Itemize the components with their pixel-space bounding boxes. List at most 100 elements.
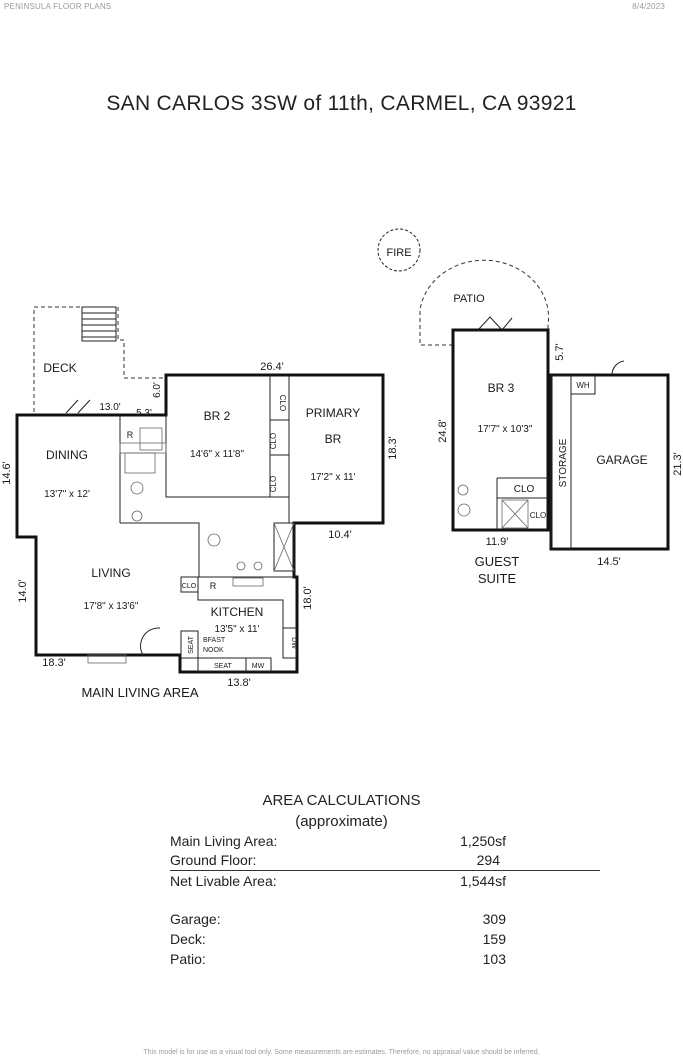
dim-24-8: 24.8' (437, 419, 449, 443)
clo-label-2: CLO (269, 433, 278, 449)
hall-closet (273, 522, 295, 572)
kitchen-size: 13'5" x 11' (215, 624, 260, 635)
dim-18-3-bottom: 18.3' (42, 657, 66, 669)
area-row-value: 1,544sf (460, 873, 506, 889)
bfast-label-2: NOOK (203, 647, 224, 654)
dim-18-0: 18.0' (302, 586, 314, 610)
kitchen-label: KITCHEN (211, 605, 264, 619)
kitchen-closet (180, 576, 199, 593)
br3-size: 17'7" x 10'3" (478, 424, 533, 435)
main-living-area: DECK DINING 13'7" x 12' LIVING 17'8" x 1… (1, 306, 399, 700)
area-row-value: 309 (482, 911, 506, 927)
area-row: Garage: 309 (170, 911, 506, 931)
living-size: 17'8" x 13'6" (84, 601, 139, 612)
area-row-label: Deck: (170, 931, 206, 947)
guest-suite: PATIO BR 3 17'7" x 10'3" GARAGE STORAGE … (419, 259, 683, 586)
dim-5-3: 5.3' (136, 408, 152, 419)
fridge-label: R (210, 581, 217, 591)
patio-outline (419, 259, 550, 346)
deck-outline (33, 306, 166, 412)
area-row-value: 103 (482, 951, 506, 967)
dim-13-8: 13.8' (227, 677, 251, 689)
living-door-swing (140, 627, 161, 656)
dining-size: 13'7" x 12' (44, 489, 90, 500)
storage-label: STORAGE (558, 438, 569, 487)
fire-label: FIRE (386, 247, 411, 259)
microwave-box (245, 657, 272, 672)
dim-6-0: 6.0' (152, 382, 163, 398)
guest-bath-walls (496, 477, 548, 530)
fire-pit-outline (377, 228, 421, 272)
dim-26-4: 26.4' (260, 361, 284, 373)
main-outer-wall (15, 373, 385, 674)
dining-label: DINING (46, 448, 88, 462)
deck-door (65, 399, 91, 414)
kitchen-range (232, 577, 264, 587)
guest-shower (501, 499, 529, 529)
seat-label-left: SEAT (188, 635, 195, 653)
area-row-value: 159 (482, 931, 506, 947)
area-row-label: Garage: (170, 911, 221, 927)
guest-clo-label-1: CLO (514, 484, 535, 495)
br2-wall (165, 415, 270, 498)
dim-18-3-right: 18.3' (387, 436, 399, 460)
dishwasher-box (282, 627, 297, 659)
area-calculations-subtitle: (approximate) (295, 813, 388, 830)
guest-caption-2: SUITE (478, 571, 517, 586)
dim-11-9: 11.9' (486, 536, 509, 548)
dim-14-5: 14.5' (597, 556, 621, 568)
date-label: 8/4/2023 (632, 2, 665, 11)
seat-left (180, 630, 199, 659)
br2-size: 14'6" x 11'8" (190, 449, 245, 460)
kitchen-clo-label: CLO (182, 583, 197, 590)
clo-label-3: CLO (269, 476, 278, 492)
area-row: Deck: 159 (170, 931, 506, 951)
dim-5-7: 5.7' (554, 343, 566, 360)
water-heater-box (570, 375, 596, 395)
primary-size: 17'2" x 11' (311, 472, 356, 483)
dim-13-0: 13.0' (99, 402, 120, 413)
dw-label: DW (290, 637, 297, 649)
page-title: SAN CARLOS 3SW of 11th, CARMEL, CA 93921 (106, 92, 577, 115)
living-window (87, 654, 127, 664)
hall-wall (120, 522, 294, 578)
br3-wall (451, 328, 550, 532)
area-row-label: Patio: (170, 951, 206, 967)
shower (139, 427, 163, 451)
primary-label-1: PRIMARY (306, 406, 360, 420)
brand-label: PENINSULA FLOOR PLANS (4, 2, 112, 11)
storage-area (550, 375, 572, 549)
area-row-label: Main Living Area: (170, 833, 278, 849)
seat-label-bottom: SEAT (214, 663, 232, 670)
area-row-value: 1,250sf (460, 833, 506, 849)
deck-label: DECK (43, 361, 76, 375)
area-row-label: Ground Floor: (170, 852, 257, 868)
br2-label: BR 2 (204, 409, 231, 423)
wh-label: WH (576, 381, 590, 390)
dim-21-3: 21.3' (672, 452, 683, 476)
guest-sink (457, 484, 469, 496)
mw-label: MW (252, 663, 265, 670)
area-row: Ground Floor: 294 (170, 852, 600, 871)
area-row-value: 294 (476, 852, 500, 868)
area-row: Net Livable Area: 1,544sf (170, 873, 506, 893)
dim-14-6: 14.6' (1, 461, 13, 485)
patio-door (477, 316, 513, 331)
main-living-caption: MAIN LIVING AREA (81, 685, 198, 700)
guest-clo-label-2: CLO (530, 511, 546, 520)
area-calculations-title: AREA CALCULATIONS (262, 792, 421, 809)
disclaimer: This model is for use as a visual tool o… (143, 1049, 540, 1056)
area-row-label: Net Livable Area: (170, 873, 277, 889)
deck-stairs (81, 306, 117, 342)
garage-label: GARAGE (596, 453, 647, 467)
garage-door-swing (611, 360, 625, 376)
bath-r-label: R (127, 430, 134, 440)
area-row: Main Living Area: 1,250sf (170, 833, 506, 853)
dim-14-0: 14.0' (17, 579, 29, 603)
toilet (130, 481, 144, 495)
bathtub (124, 452, 156, 474)
br3-label: BR 3 (488, 381, 515, 395)
living-label: LIVING (91, 566, 130, 580)
floor-plan: FIRE (1, 228, 683, 700)
hall-toilet (207, 533, 221, 547)
